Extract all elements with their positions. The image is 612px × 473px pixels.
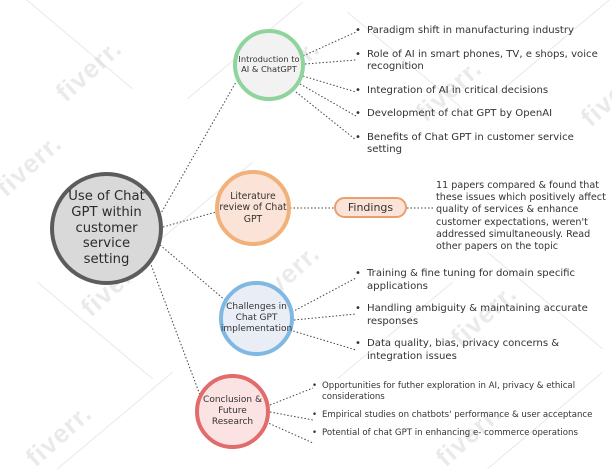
connector-root-conclusion <box>149 261 201 396</box>
connector-root-intro <box>159 81 237 216</box>
intro-point: Benefits of Chat GPT in customer service… <box>355 132 605 157</box>
connector-conclusion-point <box>265 421 314 444</box>
connector-challenge-point <box>293 313 357 321</box>
findings-label: Findings <box>347 201 394 214</box>
connector-root-literature <box>162 211 217 228</box>
connector-intro-point <box>299 83 357 117</box>
conclusion-point: Empirical studies on chatbots' performan… <box>312 410 610 421</box>
branch-node-intro: Introduction to AI & ChatGPT <box>233 29 305 101</box>
connector-challenge-point <box>291 277 357 313</box>
branch-node-challenges: Challenges in Chat GPT implementation <box>219 281 294 356</box>
connector-conclusion-point <box>269 411 314 421</box>
intro-point: Integration of AI in critical decisions <box>355 85 605 98</box>
connector-conclusion-point <box>269 387 314 406</box>
challenge-point: Training & fine tuning for domain specif… <box>355 268 610 293</box>
conclusion-points-list: Opportunities for futher exploration in … <box>312 381 610 446</box>
connector-intro-point <box>295 91 357 141</box>
findings-node: Findings <box>334 197 407 218</box>
connector-root-challenges <box>159 244 226 301</box>
branch-node-conclusion: Conclusion & Future Research <box>195 374 270 449</box>
challenge-point: Data quality, bias, privacy concerns & i… <box>355 338 610 363</box>
intro-point: Role of AI in smart phones, TV, e shops,… <box>355 49 605 74</box>
connector-intro-point <box>302 31 357 57</box>
branch-label-literature: Literature review of Chat GPT <box>219 191 287 225</box>
branch-label-conclusion: Conclusion & Future Research <box>203 395 262 427</box>
connector-intro-point <box>304 59 357 65</box>
root-node: Use of Chat GPT within customer service … <box>50 172 163 285</box>
connector-challenge-point <box>289 329 357 351</box>
intro-point: Paradigm shift in manufacturing industry <box>355 25 605 38</box>
connector-intro-point <box>302 75 357 93</box>
branch-node-literature: Literature review of Chat GPT <box>215 170 291 246</box>
intro-point: Development of chat GPT by OpenAI <box>355 108 605 121</box>
intro-points-list: Paradigm shift in manufacturing industry… <box>355 25 605 168</box>
conclusion-point: Potential of chat GPT in enhancing e- co… <box>312 428 610 439</box>
findings-text: 11 papers compared & found that these is… <box>436 180 606 253</box>
root-label: Use of Chat GPT within customer service … <box>68 188 145 268</box>
branch-label-challenges: Challenges in Chat GPT implementation <box>220 302 293 334</box>
conclusion-point: Opportunities for futher exploration in … <box>312 381 610 403</box>
branch-label-intro: Introduction to AI & ChatGPT <box>238 54 300 74</box>
challenge-points-list: Training & fine tuning for domain specif… <box>355 268 610 373</box>
connector-lines <box>149 31 434 444</box>
challenge-point: Handling ambiguity & maintaining accurat… <box>355 303 610 328</box>
